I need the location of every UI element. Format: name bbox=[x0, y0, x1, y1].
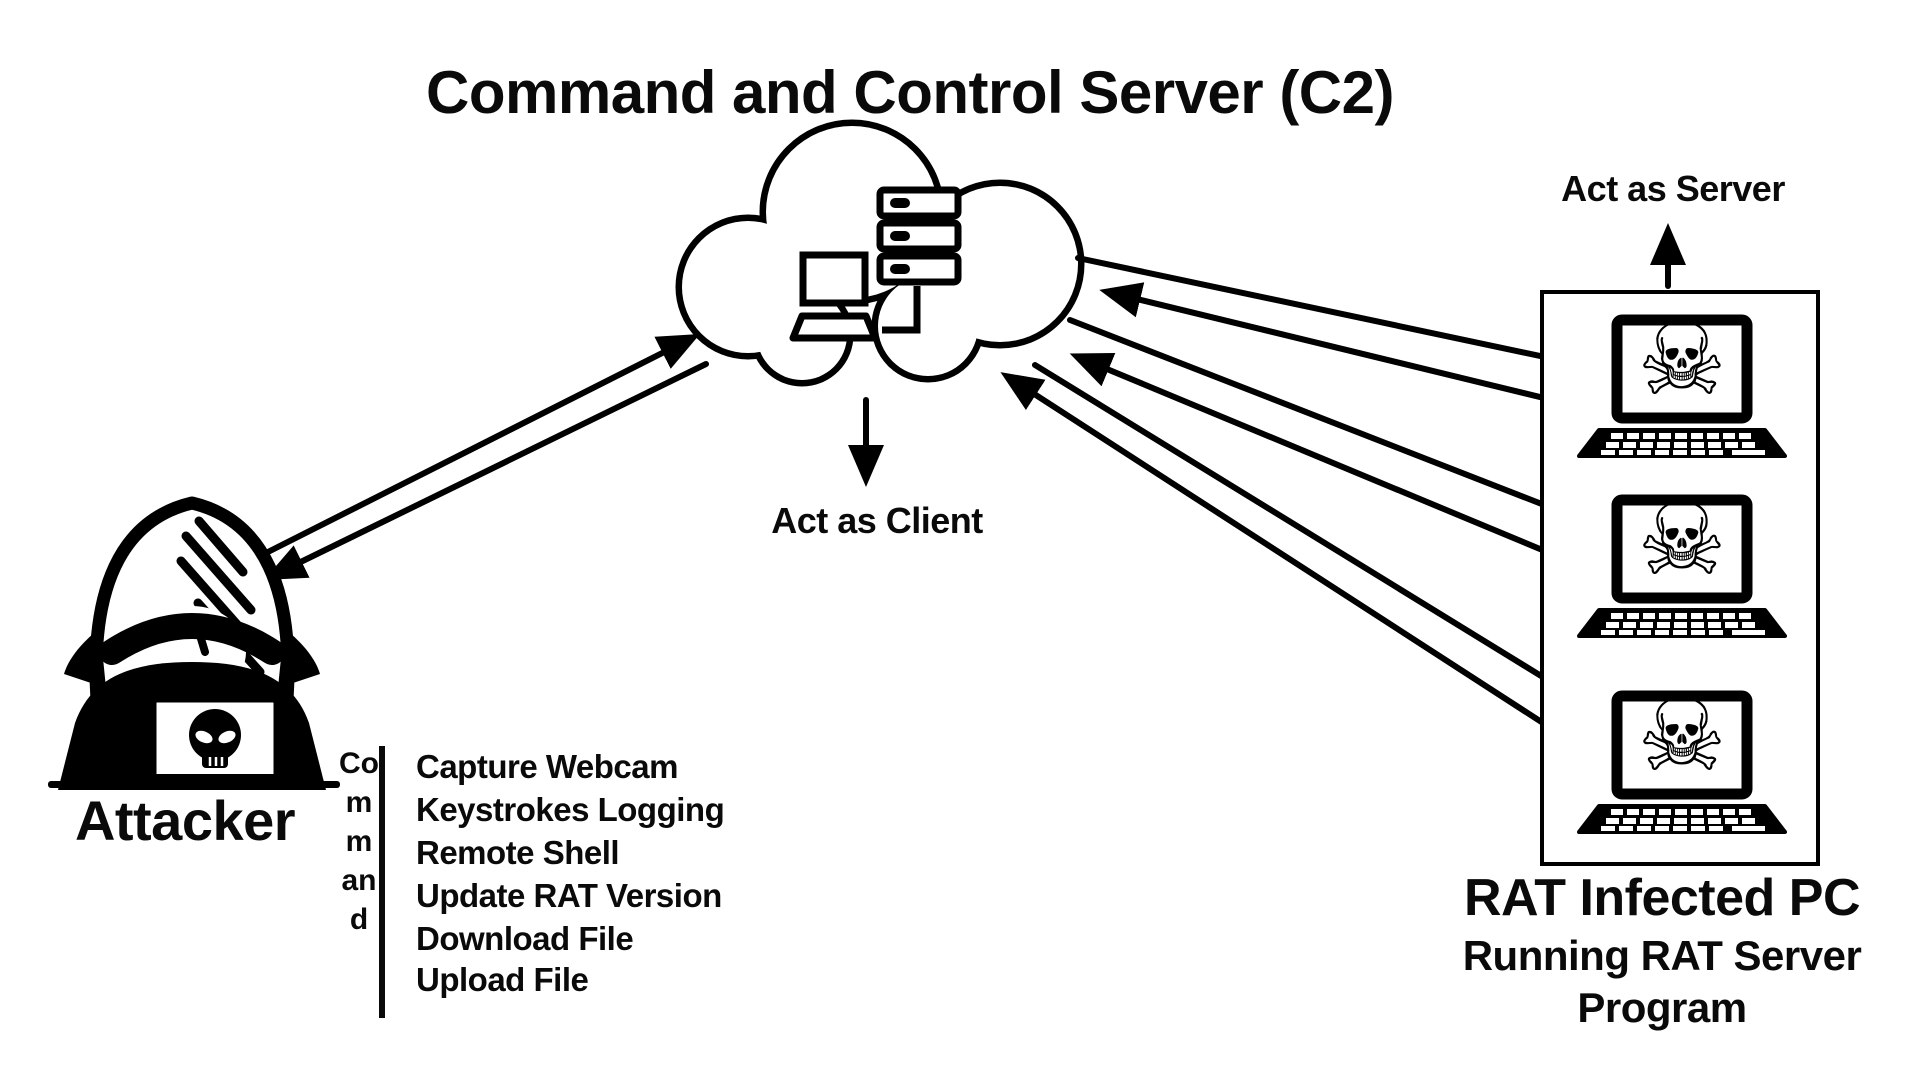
skull-icon bbox=[189, 709, 241, 768]
server-rack-icon bbox=[876, 186, 962, 334]
rat-infected-pc-subtitle: Running RAT Server Program bbox=[1462, 932, 1862, 1031]
arrow-attacker-to-c2 bbox=[255, 333, 701, 560]
command-item-upload-file: Upload File bbox=[416, 961, 589, 998]
act-as-client-label: Act as Client bbox=[771, 500, 983, 541]
attacker-label: Attacker bbox=[74, 789, 296, 852]
arrow-pc2-to-c2 bbox=[1069, 353, 1584, 569]
command-divider-line bbox=[379, 746, 385, 1018]
command-item-remote-shell: Remote Shell bbox=[416, 834, 620, 871]
command-item-keystrokes: Keystrokes Logging bbox=[416, 791, 725, 828]
command-item-update-rat: Update RAT Version bbox=[416, 877, 722, 914]
arrow-c2-to-pc2 bbox=[1067, 317, 1602, 529]
c2-cloud bbox=[675, 119, 1085, 387]
arrow-c2-to-attacker bbox=[263, 361, 709, 580]
command-vertical-label: Command bbox=[339, 747, 379, 936]
arrow-c2-to-pc3 bbox=[1032, 362, 1598, 711]
attacker-figure bbox=[48, 496, 340, 790]
command-item-download-file: Download File bbox=[416, 920, 634, 957]
arrow-pc3-to-c2 bbox=[1000, 372, 1580, 748]
arrow-c2-to-pc1 bbox=[1075, 255, 1601, 378]
arrow-pc1-to-c2 bbox=[1099, 282, 1584, 410]
act-as-server-label: Act as Server bbox=[1561, 168, 1785, 209]
rat-infected-pc-title: RAT Infected PC bbox=[1463, 869, 1861, 927]
diagram-title: Command and Control Server (C2) bbox=[426, 59, 1394, 126]
client-laptop-icon bbox=[789, 251, 879, 342]
command-item-capture-webcam: Capture Webcam bbox=[416, 748, 678, 785]
desk-line bbox=[48, 781, 340, 788]
